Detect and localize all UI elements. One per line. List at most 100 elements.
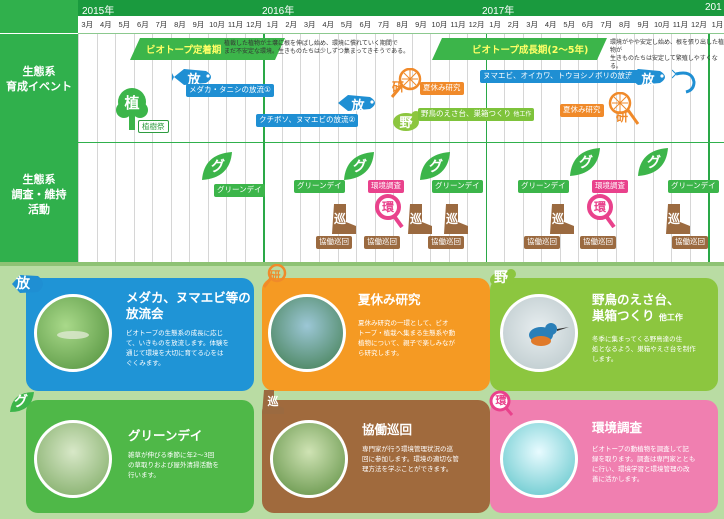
event-release-3: ヌマエビ、オイカワ、トウヨシノボリの放流③ <box>480 70 643 83</box>
month-label: 7月 <box>600 20 613 29</box>
green-day-glyph: グ <box>353 159 367 175</box>
grid-line <box>281 34 283 262</box>
month-label: 5月 <box>340 20 353 29</box>
leaf-icon: グ <box>342 150 376 186</box>
month-label: 5月 <box>118 20 131 29</box>
patrol-badge: 巡 <box>260 390 286 414</box>
card-body: ビオトープの生態系の成長に応じ て、いきものを放流します。体験を 通じて環境を大… <box>126 329 230 367</box>
grid-line <box>430 34 432 262</box>
month-label: 5月 <box>563 20 576 29</box>
event-summer-research-1: 夏休み研究 <box>420 82 464 95</box>
boot-icon: 巡 <box>440 204 470 238</box>
card-patrol: 協働巡回 専門家が行う環境管理状況の巡 回に参加します。環境の適切な管 理方法を… <box>262 400 490 513</box>
grid-line <box>559 34 561 262</box>
stage-desc-settle: 植裁した植物が土壌に根を伸ばし始め、環境に慣れていく期間で まだ不安定な環境。生… <box>224 40 410 55</box>
event-green-day-4: グリーンデイ <box>518 180 569 193</box>
month-label: 8月 <box>396 20 409 29</box>
grid-line <box>189 34 191 262</box>
card-body: 雑草が伸びる季節に年2〜3回 の草取りおよび屋外清掃活動を 行います。 <box>128 451 219 479</box>
month-label: 1月 <box>711 20 724 29</box>
event-planting: 植樹祭 <box>138 120 169 133</box>
event-release-1: メダカ・タニシの放流① <box>186 84 274 97</box>
net-icon: 研 <box>606 91 640 130</box>
green-day-glyph: グ <box>211 159 225 175</box>
event-release-2: クチボソ、ヌマエビの放流② <box>256 114 359 127</box>
magnifier-icon: 環 <box>586 194 616 232</box>
month-label: 6月 <box>359 20 372 29</box>
month-label: 8月 <box>174 20 186 29</box>
birds-badge: 野 <box>488 266 516 290</box>
card-photo-medaka <box>34 294 112 372</box>
tree-icon: 植 <box>116 88 148 134</box>
grid-line <box>318 34 320 262</box>
release-glyph: 放 <box>351 99 365 114</box>
leaf-icon: グ <box>636 146 670 182</box>
leaf-icon: グ <box>418 150 452 186</box>
year-2016: 2016年 <box>262 6 295 17</box>
planting-glyph: 植 <box>124 94 140 112</box>
month-label: 9月 <box>415 20 427 29</box>
month-label: 1月 <box>489 20 501 29</box>
grid-line <box>448 34 450 262</box>
month-label: 8月 <box>618 20 631 29</box>
grid-line <box>634 34 636 262</box>
row-header-column: 生態系 育成イベント 生態系 調査・維持 活動 <box>0 0 78 262</box>
event-env-survey-1: 環境調査 <box>368 180 404 193</box>
event-green-day-5: グリーンデイ <box>668 180 719 193</box>
bird-icon: 野 <box>390 108 424 138</box>
grid-line <box>411 34 413 262</box>
stage-bar-settle <box>130 38 285 60</box>
grid-line <box>615 34 617 262</box>
month-label: 11月 <box>227 20 244 29</box>
year-2017: 2017年 <box>482 6 515 17</box>
grid-line <box>504 34 506 262</box>
activity-timeline: 生態系 育成イベント 生態系 調査・維持 活動 2015年 2016年 2017… <box>0 0 724 262</box>
year-2018: 201 <box>705 2 722 13</box>
grid-line <box>393 34 395 262</box>
grid-line <box>467 34 469 262</box>
card-release: メダカ、ヌマエビ等の 放流会 ビオトープの生態系の成長に応じ て、いきものを放流… <box>26 278 254 391</box>
event-patrol-3: 協働巡回 <box>428 236 464 249</box>
event-patrol-4: 協働巡回 <box>524 236 560 249</box>
green-day-glyph: グ <box>647 155 661 171</box>
card-env-survey: 環境調査 ビオトープの動植物を調査して記 録を取ります。調査は専門家ととも に行… <box>490 400 718 513</box>
patrol-glyph: 巡 <box>445 212 458 226</box>
birds-glyph: 野 <box>399 116 413 131</box>
release-glyph: 放 <box>641 73 655 88</box>
event-patrol-1: 協働巡回 <box>316 236 352 249</box>
month-label: 10月 <box>431 20 448 29</box>
event-green-day-2: グリーンデイ <box>294 180 345 193</box>
grid-line <box>522 34 524 262</box>
survey-row-label: 生態系 調査・維持 活動 <box>11 173 67 216</box>
card-title: 環境調査 <box>592 420 643 435</box>
leaf-icon: グ <box>568 146 602 182</box>
month-label: 6月 <box>581 20 594 29</box>
patrol-glyph: 巡 <box>333 212 346 226</box>
stage-label-settle: ビオトープ定着期 <box>146 45 222 56</box>
grid-line <box>152 34 154 262</box>
month-label: 10月 <box>209 20 225 29</box>
patrol-glyph: 巡 <box>667 212 680 226</box>
research-glyph: 研 <box>615 110 628 124</box>
grid-line <box>374 34 376 262</box>
card-photo-research <box>268 294 346 372</box>
month-label: 12月 <box>468 20 485 29</box>
grid-line <box>78 34 79 262</box>
stage-bar-growth <box>432 38 607 60</box>
card-green-day: グリーンデイ 雑草が伸びる季節に年2〜3回 の草取りおよび屋外清掃活動を 行いま… <box>26 400 254 513</box>
fish-icon: 放 <box>626 66 670 92</box>
grid-line <box>96 34 98 262</box>
event-env-survey-2: 環境調査 <box>592 180 628 193</box>
card-title: 夏休み研究 <box>358 292 421 307</box>
event-summer-research-2: 夏休み研究 <box>560 104 604 117</box>
card-title: メダカ、ヌマエビ等の 放流会 <box>126 290 251 321</box>
card-body: 冬季に集まってくる野鳥達の住 処となるよう、巣箱やえさ台を制作 します。 <box>592 335 696 363</box>
stage-desc-growth: 環境がやや安定し始め、根を張り出した植物が 生きものたちは安定して繁殖しやすくな… <box>610 39 724 70</box>
month-label: 6月 <box>137 20 149 29</box>
boot-icon: 巡 <box>662 204 692 238</box>
month-label: 11月 <box>450 20 466 29</box>
grid-line <box>652 34 654 262</box>
card-title: グリーンデイ <box>128 428 203 443</box>
card-photo-green-day <box>34 420 112 498</box>
